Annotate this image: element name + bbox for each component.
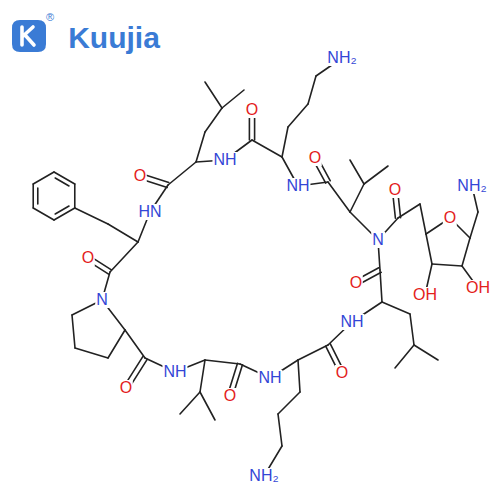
bond-line (37, 188, 39, 204)
atom-label: NH (212, 152, 237, 168)
atom-label: O (223, 388, 237, 404)
bond-line (54, 208, 75, 220)
bond-line (414, 345, 438, 360)
bond-line (432, 264, 462, 266)
bond-line (205, 108, 222, 132)
atom-label: N (95, 292, 109, 308)
atom-label: O (335, 365, 349, 381)
bond-line (74, 184, 76, 208)
bond-line (72, 315, 75, 348)
atom-label: NH (257, 370, 282, 386)
atom-label: O (81, 250, 95, 266)
atom-label: HN (137, 204, 162, 220)
bond-line (462, 238, 470, 266)
bond-line (125, 330, 145, 358)
atom-label: O (349, 275, 363, 291)
atom-label: OH (465, 280, 491, 296)
atom-label: NH (339, 314, 364, 330)
atom-label: O (245, 102, 259, 118)
bond-line (196, 132, 205, 162)
bond-line (470, 212, 478, 238)
bond-line (308, 76, 316, 104)
bond-line (32, 184, 34, 208)
bond-line (75, 348, 108, 358)
bond-line (364, 166, 388, 184)
bond-line (55, 206, 69, 214)
bond-line (252, 140, 282, 157)
atom-label: OH (412, 287, 438, 303)
bond-line (54, 172, 75, 184)
bond-line (278, 392, 300, 414)
bond-line (382, 302, 410, 314)
bond-line (180, 392, 200, 414)
logo-text: Kuujia (67, 23, 161, 53)
bond-line (298, 345, 328, 360)
bond-line (380, 270, 382, 302)
bond-line (33, 172, 54, 184)
bond-line (168, 162, 196, 185)
bond-line (55, 178, 69, 186)
bond-line (282, 127, 288, 157)
logo-mark-text: ® (45, 12, 55, 23)
atom-label: NH₂ (248, 468, 279, 484)
bond-line (110, 242, 138, 272)
bond-line (350, 160, 364, 184)
bond-line (398, 204, 420, 218)
bond-line (395, 345, 414, 368)
atom-label: O (119, 380, 133, 396)
bond-line (426, 234, 432, 264)
logo-mark (22, 27, 34, 45)
bond-line (410, 314, 414, 345)
atom-label: O (133, 168, 147, 184)
atom-label: O (308, 150, 322, 166)
atom-label: NH₂ (326, 50, 357, 66)
logo-badge (12, 20, 46, 52)
atom-label: O (388, 182, 402, 198)
bond-line (420, 204, 426, 234)
bond-line (328, 182, 350, 212)
bond-line (222, 90, 244, 108)
bond-line (298, 360, 300, 392)
bond-line (205, 82, 222, 108)
bond-line (205, 360, 240, 364)
bond-line (200, 392, 215, 420)
bond-line (288, 104, 308, 127)
atom-label: NH₂ (456, 178, 487, 194)
atom-label: NH (162, 364, 187, 380)
bond-line (108, 224, 138, 242)
atom-label: N (371, 232, 385, 248)
atom-label: O (443, 210, 457, 226)
bond-line (33, 208, 54, 220)
bond-line (278, 414, 282, 446)
bond-line (350, 184, 364, 212)
atom-label: NH (285, 178, 310, 194)
bond-line (75, 208, 108, 224)
bond-line (200, 360, 205, 392)
bond-line (108, 330, 125, 358)
